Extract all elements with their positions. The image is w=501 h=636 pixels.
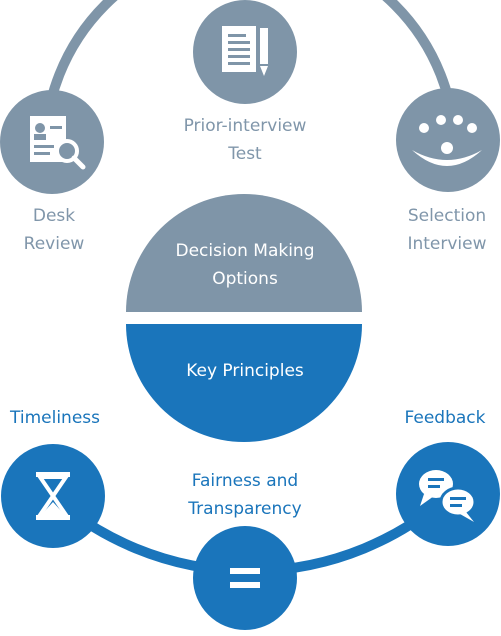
prior-interview-test-label-line1: Prior-interview bbox=[183, 116, 307, 136]
fairness-transparency-line2: Transparency bbox=[188, 499, 302, 519]
decision-making-options-line1: Decision Making bbox=[175, 241, 315, 261]
document-pencil-icon bbox=[193, 0, 297, 104]
selection-interview-label: Selection Interview bbox=[392, 202, 501, 258]
key-principles-label: Key Principles bbox=[186, 361, 304, 381]
chat-bubbles-icon bbox=[396, 442, 500, 546]
desk-review-label-line2: Review bbox=[23, 234, 85, 254]
desk-review-label-line1: Desk bbox=[32, 206, 76, 226]
decision-making-options-label: Decision Making Options bbox=[150, 237, 340, 293]
fairness-transparency-label: Fairness and Transparency bbox=[160, 467, 330, 523]
equals-icon bbox=[193, 526, 297, 630]
feedback-label: Feedback bbox=[404, 408, 486, 428]
center-bottom-half bbox=[126, 324, 362, 442]
profile-search-icon bbox=[0, 90, 104, 194]
fairness-transparency-line1: Fairness and bbox=[191, 471, 299, 491]
desk-review-label: Desk Review bbox=[4, 202, 104, 258]
top-cycle-arc bbox=[40, 0, 460, 151]
decision-making-options-line2: Options bbox=[212, 269, 278, 289]
hourglass-icon bbox=[1, 444, 105, 548]
timeliness-label: Timeliness bbox=[10, 408, 100, 428]
selection-interview-label-line2: Interview bbox=[407, 234, 487, 254]
group-people-icon bbox=[396, 88, 500, 192]
prior-interview-test-label-line2: Test bbox=[228, 144, 262, 164]
selection-interview-label-line1: Selection bbox=[407, 206, 487, 226]
center-top-half bbox=[126, 194, 362, 312]
prior-interview-test-label: Prior-interview Test bbox=[165, 112, 325, 168]
